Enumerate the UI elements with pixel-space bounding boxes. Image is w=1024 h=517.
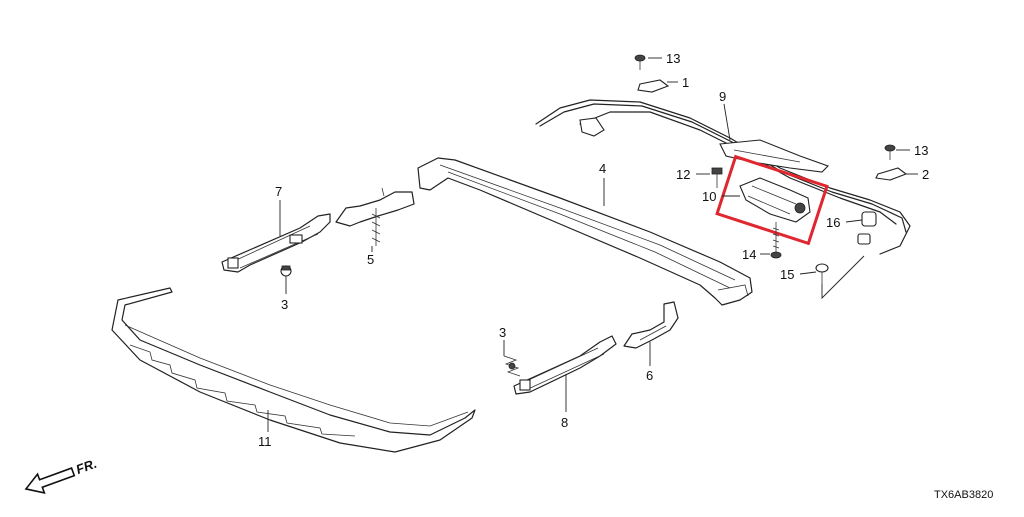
part-5-bracket: [335, 187, 415, 246]
callout-4: 4: [599, 161, 606, 176]
part-4-rail: [417, 157, 753, 306]
part-10-motor: [715, 154, 829, 246]
part-3-bolt-a: [280, 265, 292, 277]
front-direction-arrow: FR.: [24, 456, 99, 494]
callout-8: 8: [561, 415, 568, 430]
callout-2: 2: [922, 167, 929, 182]
callout-6: 6: [646, 368, 653, 383]
leader-lines: [267, 57, 918, 432]
part-6-bracket: [623, 301, 679, 349]
callout-15: 15: [780, 267, 794, 282]
callout-16: 16: [826, 215, 840, 230]
arrow-icon: [24, 467, 76, 494]
callout-3a: 3: [281, 297, 288, 312]
part-7-slide: [221, 213, 331, 273]
motor-highlight-box: [715, 154, 829, 246]
part-16-nut: [857, 211, 877, 245]
part-13-bolt-b: [884, 144, 896, 160]
callout-5: 5: [367, 252, 374, 267]
part-3-clip-b: [503, 355, 521, 377]
front-direction-label: FR.: [74, 456, 99, 477]
callout-3b: 3: [499, 325, 506, 340]
part-9-cables: [535, 99, 911, 255]
part-13-bolt-a: [634, 54, 646, 70]
callout-7: 7: [275, 184, 282, 199]
callout-1: 1: [682, 75, 689, 90]
part-15-screw: [815, 263, 829, 284]
callout-9: 9: [719, 89, 726, 104]
part-1-clip: [637, 79, 670, 93]
part-8-slide: [513, 335, 617, 395]
callout-labels: 1 2 3 3 4 5 6 7 8 9 10 11 12 13 13 14 15…: [258, 51, 929, 449]
callout-14: 14: [742, 247, 756, 262]
callout-13b: 13: [914, 143, 928, 158]
callout-13a: 13: [666, 51, 680, 66]
part-12-bolt: [711, 167, 723, 188]
part-2-clip: [875, 167, 908, 181]
callout-12: 12: [676, 167, 690, 182]
callout-10: 10: [702, 189, 716, 204]
diagram-code: TX6AB3820: [934, 489, 993, 501]
part-11-frame: [111, 287, 476, 453]
callout-11: 11: [258, 434, 272, 449]
part-14-screw: [770, 222, 782, 259]
